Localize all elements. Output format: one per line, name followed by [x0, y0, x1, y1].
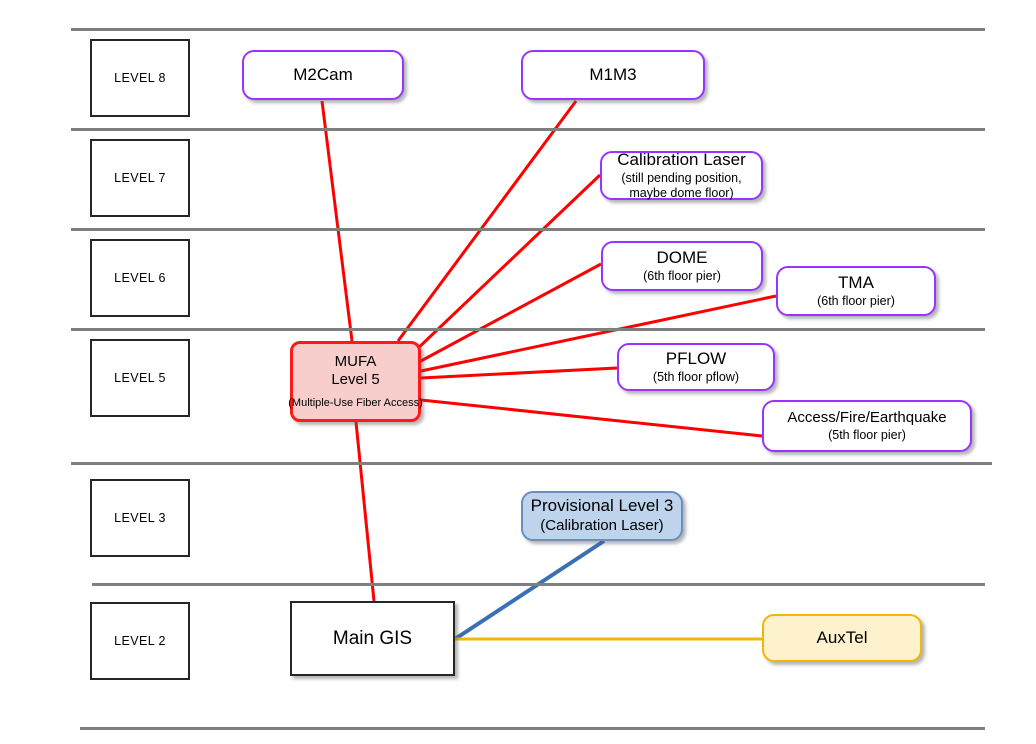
node-calibration-laser[interactable]: Calibration Laser(still pending position…: [600, 150, 763, 200]
node-m1m3[interactable]: M1M3: [521, 50, 705, 100]
node-pflow[interactable]: PFLOW(5th floor pflow): [617, 343, 775, 391]
level-box-level-6: LEVEL 6: [90, 239, 190, 317]
node-title: TMA: [838, 273, 874, 293]
link-access-fire-earthquake-to-mufa: [420, 398, 763, 438]
node-title: Calibration Laser: [617, 150, 746, 170]
node-subtitle: (5th floor pflow): [652, 369, 740, 384]
level-divider-2: [71, 228, 985, 231]
node-title: Access/Fire/Earthquake: [787, 409, 947, 427]
node-subtitle: (6th floor pier): [643, 268, 721, 283]
node-subtitle: Level 5: [331, 371, 380, 389]
level-divider-6: [80, 727, 985, 730]
level-box-label: LEVEL 8: [114, 71, 166, 85]
link-m1m3-to-mufa: [396, 100, 578, 342]
node-auxtel[interactable]: AuxTel: [762, 614, 922, 662]
node-subtitle: (Calibration Laser): [540, 516, 664, 534]
node-dome[interactable]: DOME(6th floor pier): [601, 241, 763, 291]
node-title: AuxTel: [816, 627, 868, 647]
level-divider-0: [71, 28, 985, 31]
level-divider-1: [71, 128, 985, 131]
link-m2cam-to-mufa: [320, 100, 354, 342]
level-box-label: LEVEL 5: [114, 371, 166, 385]
node-title: MUFA: [334, 352, 377, 370]
node-provisional-level-3[interactable]: Provisional Level 3(Calibration Laser): [521, 491, 683, 541]
level-box-level-2: LEVEL 2: [90, 602, 190, 680]
node-title: M1M3: [589, 64, 637, 84]
link-pflow-to-mufa: [420, 366, 618, 380]
level-box-level-8: LEVEL 8: [90, 39, 190, 117]
level-box-label: LEVEL 7: [114, 171, 166, 185]
level-box-level-7: LEVEL 7: [90, 139, 190, 217]
link-provisional-level-3-to-main-gis: [453, 539, 606, 641]
node-subtitle: (still pending position,: [621, 170, 742, 185]
node-title: PFLOW: [665, 349, 727, 369]
node-title: Main GIS: [332, 627, 413, 649]
node-title: M2Cam: [293, 64, 353, 84]
level-box-label: LEVEL 2: [114, 634, 166, 648]
level-divider-5: [92, 583, 985, 586]
node-subtitle: (5th floor pier): [828, 427, 906, 442]
node-access-fire-earthquake[interactable]: Access/Fire/Earthquake(5th floor pier): [762, 400, 972, 452]
level-box-level-5: LEVEL 5: [90, 339, 190, 417]
level-box-level-3: LEVEL 3: [90, 479, 190, 557]
link-mufa-to-main-gis: [354, 421, 376, 602]
node-m2cam[interactable]: M2Cam: [242, 50, 404, 100]
node-subtitle: (6th floor pier): [817, 293, 895, 308]
node-subtitle-2: maybe dome floor): [629, 185, 734, 200]
link-dome-to-mufa: [418, 262, 602, 364]
level-divider-3: [71, 328, 985, 331]
node-title: DOME: [656, 248, 708, 268]
level-box-label: LEVEL 6: [114, 271, 166, 285]
node-tma[interactable]: TMA(6th floor pier): [776, 266, 936, 316]
node-title: Provisional Level 3: [530, 496, 674, 516]
link-calibration-laser-to-mufa: [412, 173, 602, 354]
node-main-gis[interactable]: Main GIS: [290, 601, 455, 676]
node-subtitle-2: (Multiple-Use Fiber Access): [288, 396, 423, 409]
level-divider-4: [71, 462, 992, 465]
level-box-label: LEVEL 3: [114, 511, 166, 525]
